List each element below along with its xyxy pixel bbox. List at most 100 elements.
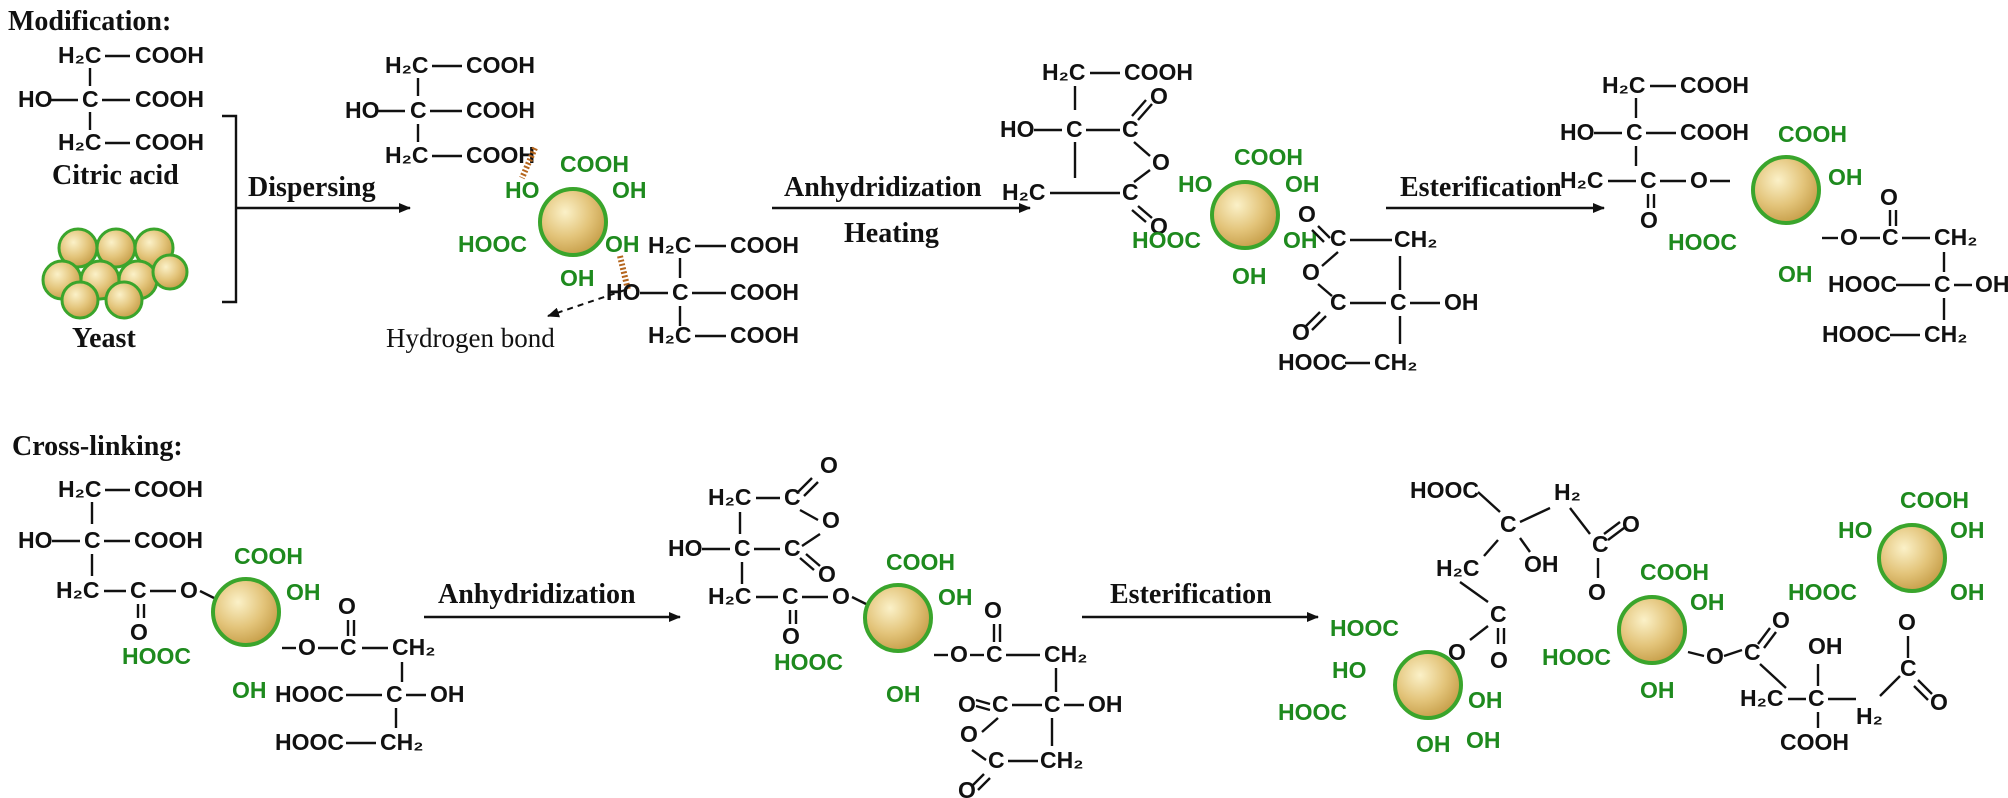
svg-text:O: O (298, 634, 316, 660)
svg-text:OH: OH (1950, 517, 1985, 543)
citric-acid-label: Citric acid (52, 160, 179, 191)
svg-text:COOH: COOH (730, 279, 799, 305)
bracket (222, 114, 238, 304)
yeast-particle-2: COOH HO OH HOOC OH OH (1132, 144, 1320, 289)
svg-text:COOH: COOH (1640, 559, 1709, 585)
svg-text:C: C (1900, 655, 1917, 681)
svg-text:COOH: COOH (135, 129, 204, 155)
svg-text:C: C (1122, 179, 1139, 205)
svg-text:H₂C: H₂C (1002, 179, 1045, 205)
svg-text:O: O (1292, 319, 1310, 345)
svg-text:O: O (1298, 201, 1316, 227)
svg-text:O: O (338, 593, 356, 619)
svg-text:C: C (84, 527, 101, 553)
svg-text:CH₂: CH₂ (1374, 349, 1417, 375)
svg-text:CH₂: CH₂ (380, 729, 423, 755)
arrow-label-heating: Heating (844, 218, 939, 249)
yeast-particle-8: COOH HO OH HOOC OH (1788, 487, 1985, 605)
arrow-label-dispersing: Dispersing (248, 172, 376, 203)
svg-text:O: O (950, 641, 968, 667)
svg-text:O: O (1840, 224, 1858, 250)
svg-text:COOH: COOH (1680, 72, 1749, 98)
esterified-product: H₂C COOH HO C COOH H₂C C O O (1560, 72, 1749, 233)
svg-text:HO: HO (1178, 171, 1213, 197)
svg-text:H₂C: H₂C (1560, 167, 1603, 193)
svg-text:OH: OH (286, 579, 321, 605)
svg-text:O: O (958, 777, 976, 798)
svg-text:OH: OH (1088, 691, 1123, 717)
svg-text:OH: OH (612, 177, 647, 203)
svg-text:O: O (1640, 207, 1658, 233)
svg-text:CH₂: CH₂ (392, 634, 435, 660)
svg-text:C: C (1066, 116, 1083, 142)
svg-text:HOOC: HOOC (1828, 271, 1897, 297)
svg-text:O: O (1690, 167, 1708, 193)
svg-text:HO: HO (1560, 119, 1595, 145)
svg-text:C: C (1934, 271, 1951, 297)
svg-text:O: O (130, 619, 148, 645)
svg-text:O: O (1302, 259, 1320, 285)
svg-text:COOH: COOH (135, 86, 204, 112)
svg-text:HOOC: HOOC (1278, 349, 1347, 375)
svg-text:O: O (822, 507, 840, 533)
svg-text:H₂C: H₂C (648, 322, 691, 348)
svg-text:C: C (1882, 224, 1899, 250)
svg-text:O: O (958, 691, 976, 717)
svg-text:C: C (1490, 601, 1507, 627)
svg-text:H₂C: H₂C (648, 232, 691, 258)
svg-text:C: C (1626, 119, 1643, 145)
svg-text:HO: HO (18, 86, 53, 112)
citric-acid-molecule: H₂C COOH HO C COOH H₂C COOH (18, 42, 204, 155)
svg-text:C: C (986, 641, 1003, 667)
svg-text:C: C (1744, 639, 1761, 665)
svg-text:H₂C: H₂C (708, 583, 751, 609)
svg-text:H₂: H₂ (1554, 479, 1581, 505)
svg-text:C: C (1808, 685, 1825, 711)
svg-text:OH: OH (886, 681, 921, 707)
svg-text:OH: OH (1640, 677, 1675, 703)
svg-text:OH: OH (1444, 289, 1479, 315)
svg-text:H₂C: H₂C (1740, 685, 1783, 711)
svg-text:H₂C: H₂C (1436, 555, 1479, 581)
svg-text:HOOC: HOOC (458, 231, 527, 257)
svg-text:COOH: COOH (730, 322, 799, 348)
svg-text:OH: OH (1690, 589, 1725, 615)
crosslinked-network: HOOC H₂ C C O OH H₂C C O O O (1410, 477, 1640, 673)
svg-text:H₂C: H₂C (56, 577, 99, 603)
svg-text:C: C (386, 681, 403, 707)
svg-text:OH: OH (560, 265, 595, 291)
svg-text:O: O (1930, 689, 1948, 715)
yeast-particle-4: COOH OH HOOC OH (122, 543, 321, 703)
svg-text:COOH: COOH (1780, 729, 1849, 755)
svg-text:H₂C: H₂C (1602, 72, 1645, 98)
svg-text:HOOC: HOOC (1668, 229, 1737, 255)
svg-text:C: C (1390, 289, 1407, 315)
arrow-label-anhydridization-1: Anhydridization (784, 172, 982, 203)
svg-text:OH: OH (1468, 687, 1503, 713)
svg-text:O: O (782, 623, 800, 649)
svg-text:COOH: COOH (1680, 119, 1749, 145)
svg-text:HOOC: HOOC (275, 729, 344, 755)
svg-text:O: O (180, 577, 198, 603)
svg-text:O: O (1880, 184, 1898, 210)
svg-text:C: C (672, 279, 689, 305)
yeast-particle-1: COOH HO OH HOOC OH OH (458, 151, 647, 291)
svg-text:COOH: COOH (134, 527, 203, 553)
svg-text:COOH: COOH (1900, 487, 1969, 513)
svg-text:O: O (1772, 607, 1790, 633)
svg-text:HO: HO (345, 97, 380, 123)
svg-text:HOOC: HOOC (1132, 227, 1201, 253)
svg-text:HOOC: HOOC (1542, 644, 1611, 670)
svg-text:HO: HO (505, 177, 540, 203)
anhydride-product: H₂C COOH HO C C O O H₂C C O (1000, 59, 1193, 239)
crosslink-start-molecule: H₂C COOH HO C COOH H₂C C O O (18, 476, 215, 645)
svg-text:HO: HO (606, 279, 641, 305)
svg-text:HOOC: HOOC (275, 681, 344, 707)
svg-text:HOOC: HOOC (774, 649, 843, 675)
svg-text:O: O (818, 561, 836, 587)
svg-text:OH: OH (1808, 633, 1843, 659)
svg-text:O: O (832, 583, 850, 609)
svg-text:C: C (1640, 167, 1657, 193)
svg-text:HO: HO (1838, 517, 1873, 543)
